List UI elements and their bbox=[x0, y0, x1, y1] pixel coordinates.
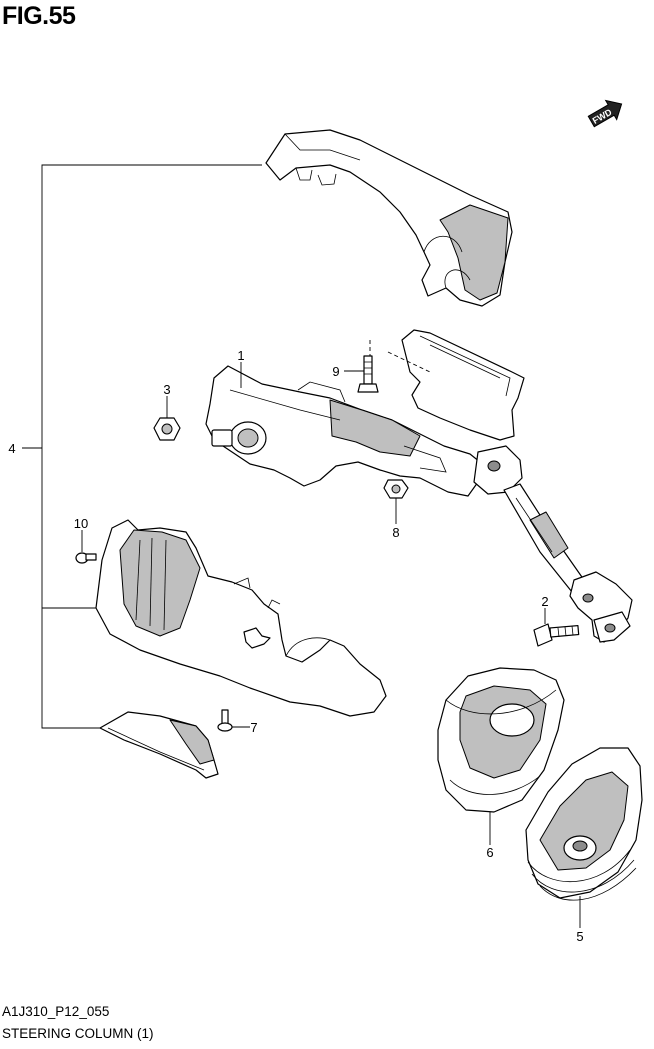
figure-code: A1J310_P12_055 bbox=[2, 1004, 110, 1019]
steering-column-assembly bbox=[205, 329, 633, 643]
boot-part-6 bbox=[437, 667, 565, 813]
boot-part-5 bbox=[525, 747, 643, 901]
callout-10: 10 bbox=[74, 516, 88, 531]
lower-column-cover bbox=[95, 519, 387, 717]
bolt-part-2 bbox=[533, 623, 580, 647]
callout-7: 7 bbox=[250, 720, 257, 735]
callout-8: 8 bbox=[392, 525, 399, 540]
figure-name: STEERING COLUMN (1) bbox=[2, 1026, 154, 1041]
callout-9: 9 bbox=[332, 364, 339, 379]
screw-part-7 bbox=[217, 709, 233, 732]
callout-1: 1 bbox=[237, 348, 244, 363]
callout-6: 6 bbox=[486, 845, 493, 860]
fwd-arrow-icon: FWD bbox=[587, 99, 623, 128]
bolt-part-9 bbox=[357, 355, 379, 393]
leader-lines bbox=[81, 340, 581, 928]
callout-3: 3 bbox=[163, 382, 170, 397]
bracket-part-4 bbox=[22, 164, 262, 729]
callout-5: 5 bbox=[576, 929, 583, 944]
screw-part-10 bbox=[75, 552, 97, 564]
callout-4: 4 bbox=[8, 441, 15, 456]
figure-title: FIG.55 bbox=[2, 2, 76, 30]
small-cover-panel bbox=[99, 711, 219, 779]
nut-part-8 bbox=[383, 479, 409, 499]
upper-column-cover bbox=[265, 129, 513, 307]
callout-2: 2 bbox=[541, 594, 548, 609]
nut-part-3 bbox=[153, 417, 181, 441]
